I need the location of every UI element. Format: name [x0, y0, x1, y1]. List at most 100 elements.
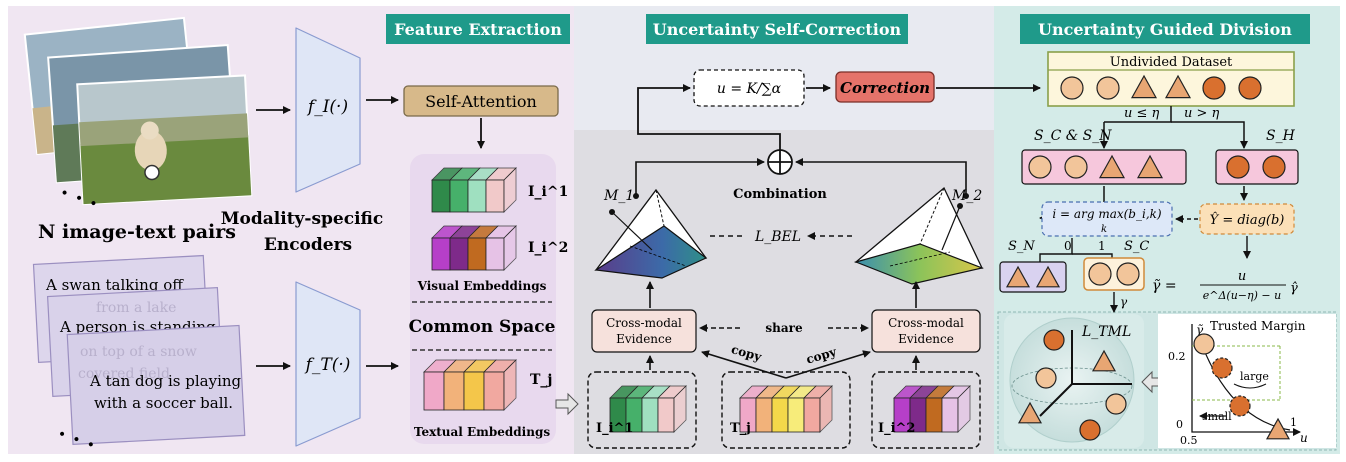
embedding-bar	[803, 397, 821, 433]
guided-division-header-bg	[1020, 14, 1310, 44]
evidence-1-line2: Evidence	[616, 332, 672, 346]
set-h-samples	[1226, 155, 1286, 179]
one-label: 1	[1098, 239, 1106, 253]
cond-gt: u > η	[1184, 106, 1220, 121]
sn-box	[999, 261, 1067, 293]
embedding-bar-side	[819, 385, 833, 433]
sc-label: S_C	[1124, 239, 1149, 254]
embedding-bar-side	[957, 385, 971, 433]
axis-gamma-label: γ̃	[1196, 323, 1204, 337]
gamma-formula-lhs: γ̃ =	[1152, 278, 1177, 294]
bottom-I1-label: I_i^1	[596, 421, 633, 436]
gamma-label: γ	[1120, 295, 1128, 309]
large-label: large	[1240, 370, 1269, 383]
loop-line	[637, 84, 781, 150]
m2-label: M_2	[951, 188, 982, 204]
evidence-box-2	[871, 309, 981, 353]
feature-extraction-header-bg	[386, 14, 570, 44]
text-encoder	[295, 281, 361, 447]
sample-triangle	[1005, 265, 1031, 288]
share-label: share	[765, 321, 803, 335]
sphere-axis-diag	[1039, 383, 1073, 417]
sample-triangle	[1091, 349, 1117, 372]
dataset-samples	[1060, 74, 1262, 100]
sample-circle	[1096, 76, 1120, 100]
sample-circle	[1229, 395, 1251, 417]
embedding-bar	[449, 237, 469, 271]
margin-panel	[1158, 314, 1336, 448]
m2-dot	[963, 193, 969, 199]
visual-embedding-2	[431, 225, 517, 271]
embedding-bar	[925, 397, 943, 433]
loss-tml-label: L_TML	[1081, 324, 1131, 340]
self-correction-header: Uncertainty Self-Correction	[653, 20, 902, 39]
line-m1-to-combination	[635, 158, 765, 196]
tick-02: 0.2	[1168, 350, 1186, 363]
ghost-caption-1: from a lake	[96, 300, 176, 316]
tick-05: 0.5	[1180, 434, 1198, 447]
sample-circle	[1079, 419, 1101, 441]
sample-circle	[1035, 367, 1057, 389]
emb-I2-label: I_i^2	[528, 240, 568, 256]
visual-embeddings-label: Visual Embeddings	[417, 279, 547, 293]
tick-0: 0	[1176, 418, 1183, 431]
embedding-bar	[787, 397, 805, 433]
evidence-box-1	[591, 309, 697, 353]
bottom-box-T	[721, 371, 851, 449]
sample-triangle	[1098, 154, 1126, 179]
self-correction-header-bg	[646, 14, 908, 44]
simplex-1	[594, 188, 708, 279]
argmax-sub: k	[1101, 224, 1107, 235]
sn-samples	[1005, 265, 1061, 288]
copy-arrow-right	[785, 350, 871, 379]
m1-dot	[633, 193, 639, 199]
sample-circle	[1193, 333, 1215, 355]
embedding-bar	[463, 371, 485, 411]
evidence-2-line2: Evidence	[898, 332, 954, 346]
embedding-bar-side	[673, 385, 687, 433]
feature-extraction-header: Feature Extraction	[394, 20, 562, 39]
gamma-den: e^Δ(u−η) − u	[1203, 289, 1281, 302]
yhat-box	[1199, 203, 1295, 235]
embedding-bar	[467, 179, 487, 213]
sample-circle	[1088, 262, 1112, 286]
set-cn-label: S_C & S_N	[1034, 128, 1112, 144]
sample-triangle	[1035, 265, 1061, 288]
set-h-label: S_H	[1266, 128, 1296, 144]
sample-triangle	[1130, 74, 1158, 99]
embedding-bar	[941, 397, 959, 433]
simplex-2	[854, 186, 985, 285]
margin-samples	[1193, 333, 1291, 440]
correction-label: Correction	[840, 79, 930, 97]
embedding-bar	[771, 397, 789, 433]
textual-embeddings-label: Textual Embeddings	[414, 425, 550, 439]
axis-u-label: u	[1300, 431, 1308, 445]
image-pairs-label: N image-text pairs	[38, 221, 236, 243]
bottom-visual-embedding-2	[893, 385, 971, 433]
evidence-2-line1: Cross-modal	[888, 316, 964, 330]
sample-triangle	[1265, 417, 1291, 440]
self-attention-box	[403, 85, 559, 117]
sample-circle	[1028, 155, 1052, 179]
text-encoder-label: f_T(·)	[304, 355, 351, 375]
sample-triangle	[1017, 401, 1043, 424]
argmax-text: i = arg max(b_i,k)	[1052, 207, 1161, 221]
embedding-bar	[755, 397, 773, 433]
m1-label: M_1	[603, 188, 634, 204]
guided-division-header: Uncertainty Guided Division	[1038, 20, 1292, 39]
sphere-samples	[1017, 329, 1127, 441]
emb-I1-label: I_i^1	[528, 184, 568, 200]
correction-box	[835, 71, 935, 103]
tick-1: 1	[1290, 416, 1297, 429]
formula-text: u = K/∑α	[717, 81, 782, 97]
caption-stack: A swan talking off from a lake A person …	[32, 254, 246, 446]
undivided-label: Undivided Dataset	[1110, 55, 1233, 70]
sample-circle	[1262, 155, 1286, 179]
sample-circle	[1064, 155, 1088, 179]
image-encoder-label: f_I(·)	[306, 97, 348, 117]
common-space-label: Common Space	[409, 317, 556, 337]
gamma-hat: γ̂	[1290, 281, 1298, 296]
ghost-caption-3: covered field	[78, 366, 170, 382]
embedding-bar	[443, 371, 465, 411]
sample-circle	[1043, 329, 1065, 351]
